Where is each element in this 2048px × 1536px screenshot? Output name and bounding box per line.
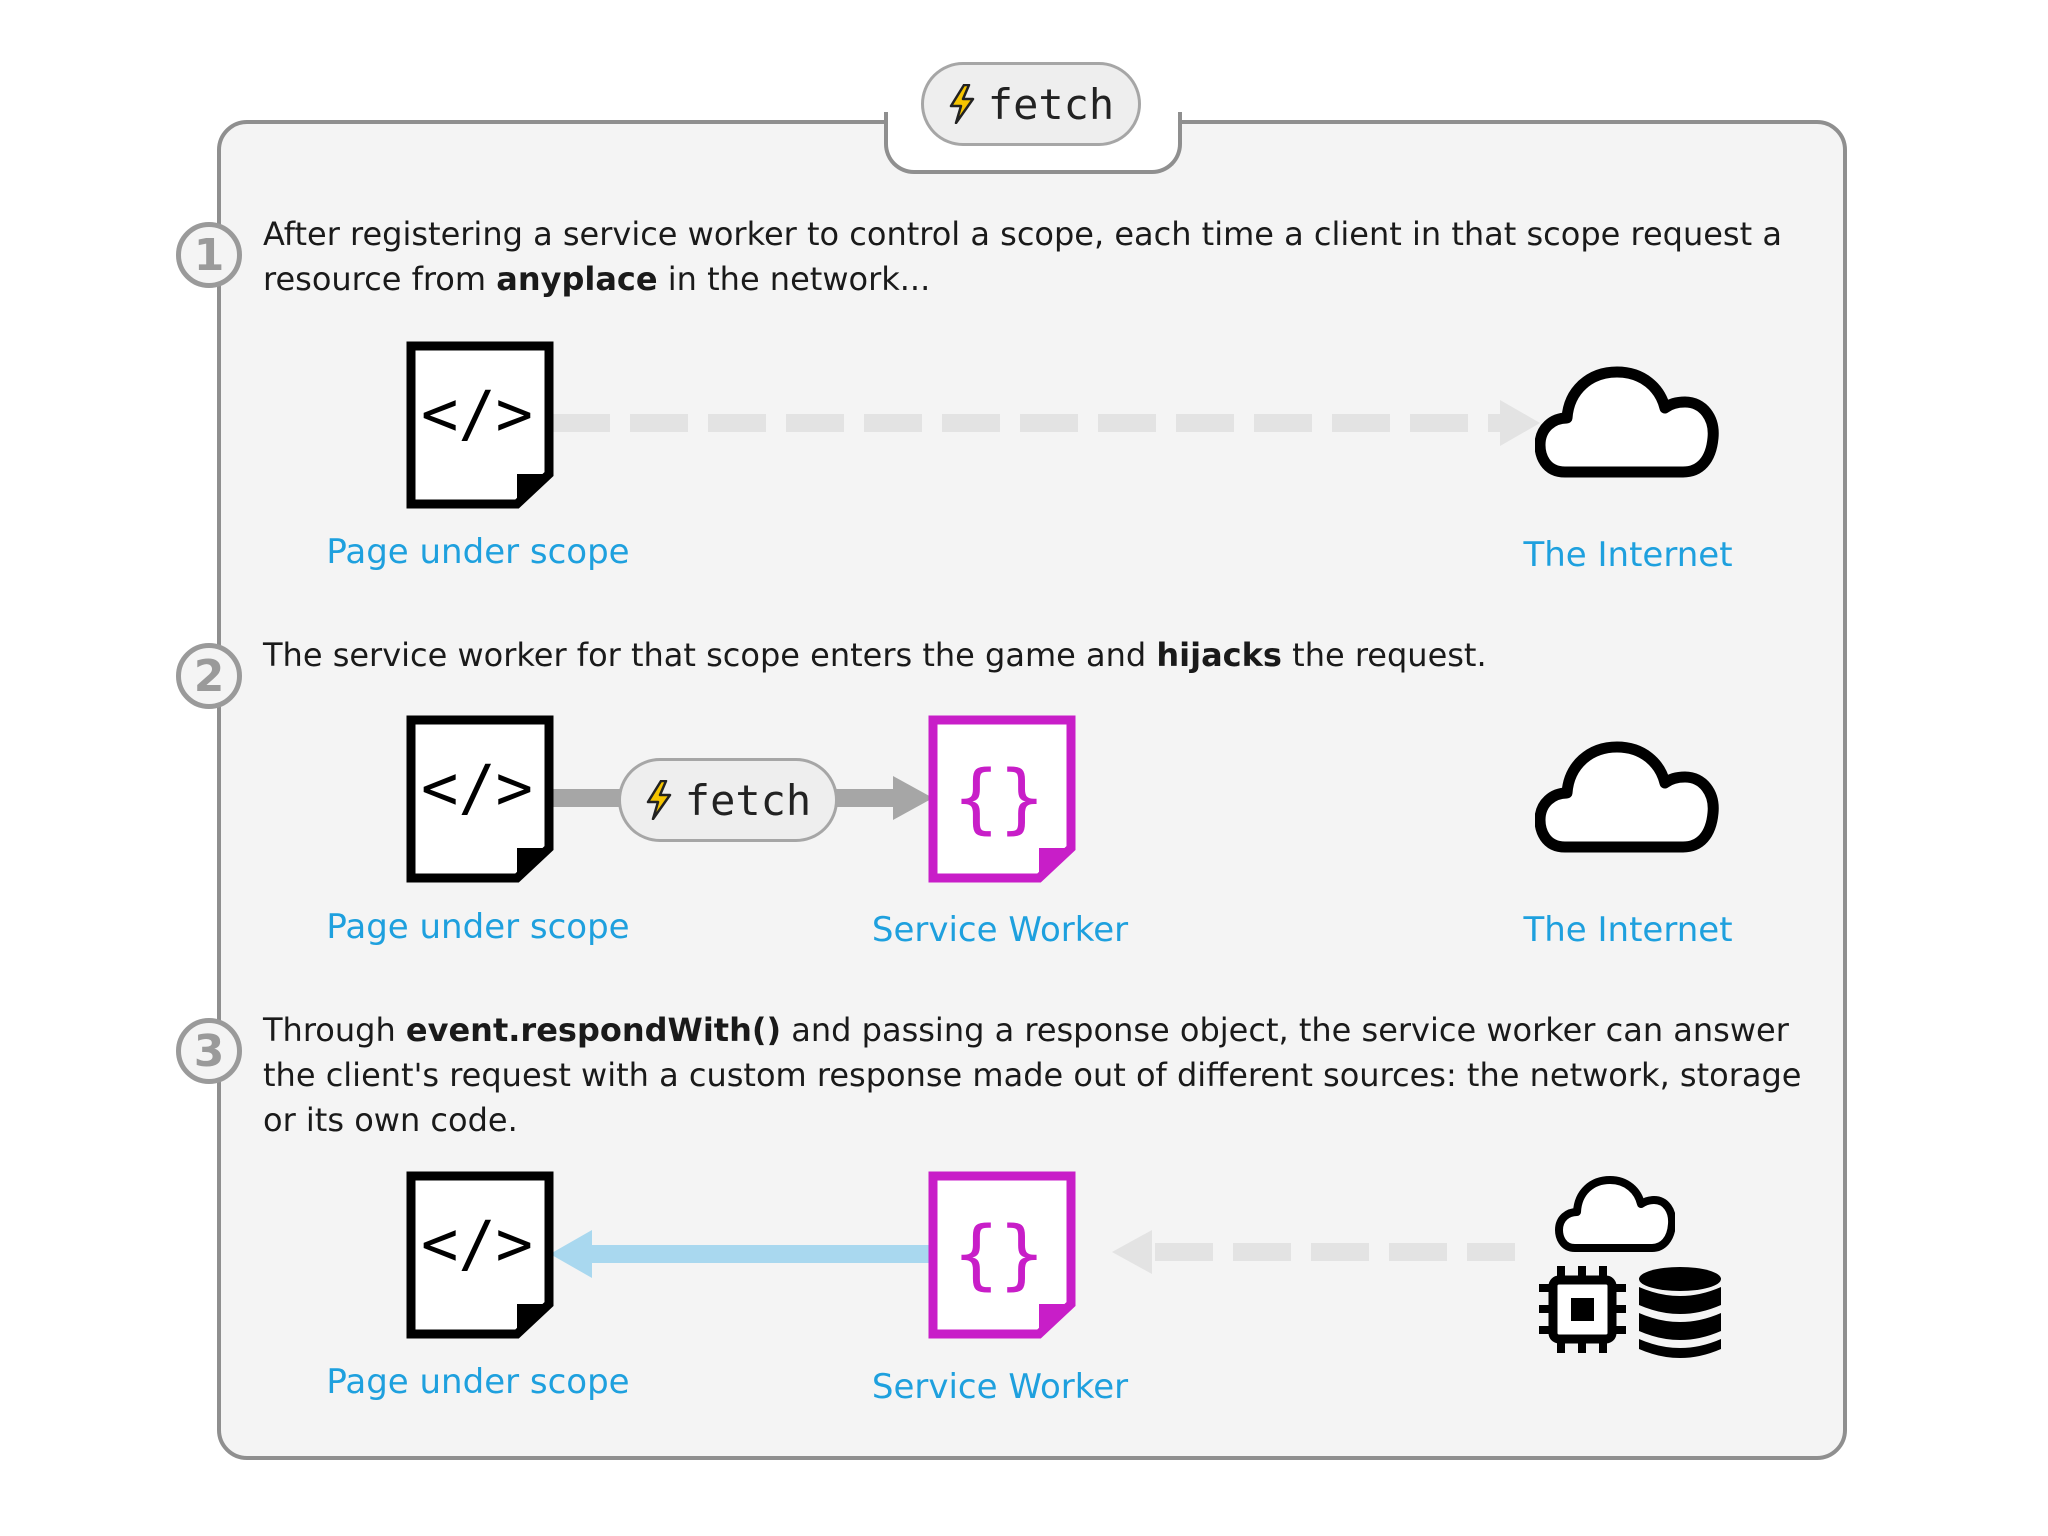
internet-label: The Internet bbox=[1523, 535, 1733, 575]
database-icon bbox=[1639, 1267, 1721, 1358]
step-3-text-b: and passing a response object, the servi… bbox=[263, 1011, 1802, 1139]
service-worker-label: Service Worker bbox=[871, 910, 1129, 950]
fetch-event-pill: fetch bbox=[618, 758, 838, 842]
step-3-text-bold: event.respondWith() bbox=[405, 1011, 782, 1049]
step-2-text-bold: hijacks bbox=[1156, 636, 1282, 674]
fetch-pill-label: fetch bbox=[684, 775, 812, 825]
step-1-text-b: in the network... bbox=[657, 260, 931, 298]
cloud-icon bbox=[1555, 1176, 1675, 1252]
page-label: Page under scope bbox=[326, 907, 630, 947]
step-1-text-bold: anyplace bbox=[496, 260, 658, 298]
step-2-text-a: The service worker for that scope enters… bbox=[263, 636, 1157, 674]
step-1-text-a: After registering a service worker to co… bbox=[263, 215, 1782, 298]
svg-text:</>: </> bbox=[421, 751, 533, 824]
svg-text:</>: </> bbox=[421, 377, 533, 450]
internet-label: The Internet bbox=[1523, 910, 1733, 950]
response-arrow bbox=[550, 1230, 932, 1278]
step-3-text-a: Through bbox=[263, 1011, 406, 1049]
svg-text:{}: {} bbox=[953, 753, 1045, 842]
step-3-description: Through event.respondWith() and passing … bbox=[263, 1008, 1823, 1143]
fetch-badge-label: fetch bbox=[987, 79, 1115, 129]
step-1-description: After registering a service worker to co… bbox=[263, 212, 1823, 302]
page-label: Page under scope bbox=[326, 532, 630, 572]
step-1-number: 1 bbox=[176, 222, 242, 288]
lightning-bolt-icon bbox=[646, 780, 672, 820]
page-label: Page under scope bbox=[326, 1362, 630, 1402]
svg-text:{}: {} bbox=[953, 1209, 1045, 1298]
service-worker-label: Service Worker bbox=[871, 1367, 1129, 1407]
service-worker-file-icon: {} bbox=[928, 1171, 1076, 1339]
lightning-bolt-icon bbox=[949, 84, 975, 124]
step-2-number: 2 bbox=[176, 643, 242, 709]
cloud-icon bbox=[1535, 741, 1719, 853]
source-arrow-dashed bbox=[1112, 1230, 1515, 1274]
html-document-icon: </> bbox=[406, 715, 554, 883]
fetch-event-badge: fetch bbox=[921, 62, 1141, 146]
html-document-icon: </> bbox=[406, 1171, 554, 1339]
step-3-number: 3 bbox=[176, 1018, 242, 1084]
step-2-text-b: the request. bbox=[1281, 636, 1487, 674]
cloud-icon bbox=[1535, 366, 1719, 478]
cpu-chip-icon bbox=[1539, 1266, 1626, 1353]
svg-text:</>: </> bbox=[421, 1207, 533, 1280]
request-arrow-dashed bbox=[552, 400, 1540, 446]
html-document-icon: </> bbox=[406, 341, 554, 509]
step-2-description: The service worker for that scope enters… bbox=[263, 633, 1823, 678]
service-worker-file-icon: {} bbox=[928, 715, 1076, 883]
